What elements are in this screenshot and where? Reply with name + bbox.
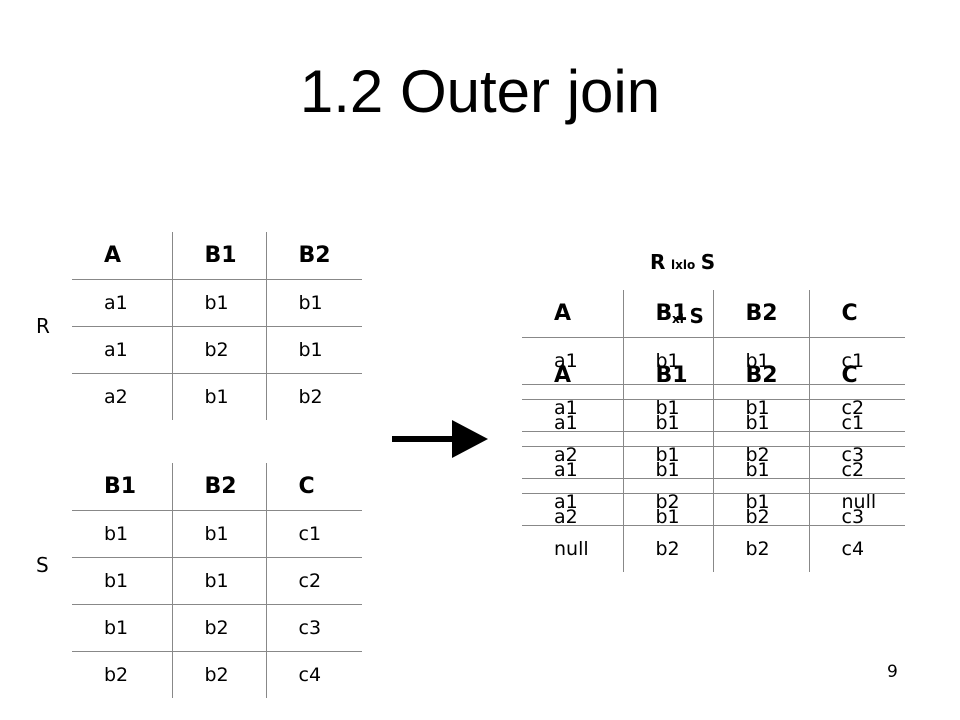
table-cell: c2 <box>808 445 905 493</box>
table-cell: b1 <box>171 556 266 604</box>
table-row: b1 b2 c3 <box>72 603 362 651</box>
header-cell: C <box>265 463 362 510</box>
relation-s-label: S <box>36 553 49 577</box>
table-cell: b2 <box>265 372 362 420</box>
table-cell: b1 <box>712 445 809 493</box>
header-cell: A <box>554 362 572 388</box>
right-arrow-icon <box>392 420 488 458</box>
header-cell: B1 <box>104 473 137 499</box>
table-cell: b2 <box>712 492 809 540</box>
table-cell: a1 <box>522 336 623 384</box>
table-row: a2 b1 b2 c3 <box>522 492 905 540</box>
table-cell: b2 <box>171 603 266 651</box>
header-cell: A <box>554 300 572 326</box>
table-cell: c4 <box>265 650 362 698</box>
slide-title: 1.2 Outer join <box>299 58 661 125</box>
table-cell: b1 <box>72 556 172 604</box>
outer-join-operator: R lxlo S <box>650 250 715 274</box>
page-number: 9 <box>887 662 898 682</box>
table-row: a2 b1 b2 <box>72 372 362 420</box>
table-cell: b1 <box>171 278 266 326</box>
table-cell: b1 <box>265 278 362 326</box>
table-row: a1 b1 b1 <box>72 278 362 326</box>
table-cell: b2 <box>171 650 266 698</box>
header-cell: B2 <box>171 463 266 510</box>
table-cell: a1 <box>72 278 172 326</box>
table-cell: b1 <box>622 492 713 540</box>
operator-right: S <box>700 250 716 274</box>
table-s: B1 B2 C b1 b1 c1 b1 b1 c2 b1 b2 c3 b2 b2… <box>72 463 362 698</box>
table-header-row: B1 B2 C <box>72 463 362 510</box>
table-row: a1 b2 b1 <box>72 325 362 373</box>
table-row: a1 b1 b1 c2 <box>522 445 905 493</box>
header-cell: B1 <box>622 352 713 399</box>
header-cell: B2 <box>265 232 362 279</box>
table-cell: a1 <box>72 325 172 373</box>
header-cell: B1 <box>171 232 266 279</box>
table-cell: b1 <box>265 325 362 373</box>
header-cell: B1 <box>622 290 713 337</box>
table-row: b2 b2 c4 <box>72 650 362 698</box>
header-cell: B2 <box>712 290 809 337</box>
operator-left: R <box>650 250 666 274</box>
table-row: b1 b1 c1 <box>72 509 362 557</box>
operator-symbol: lxlo <box>670 258 696 272</box>
table-cell: b1 <box>72 509 172 557</box>
table-header-row: A B1 B2 C <box>522 352 905 399</box>
table-cell: c1 <box>808 398 905 446</box>
table-header-row: A B1 B2 C <box>522 290 905 337</box>
operator-right: S <box>689 304 704 328</box>
table-cell: c3 <box>265 603 362 651</box>
table-row: a1 b1 b1 c1 <box>522 398 905 446</box>
table-inner-join-result: A B1 B2 C a1 b1 b1 c1 a1 b1 b1 c2 a2 b1 … <box>522 352 905 540</box>
relation-r-label: R <box>36 314 50 338</box>
table-cell: b1 <box>622 445 713 493</box>
header-cell: A <box>104 242 122 268</box>
table-cell: b2 <box>171 325 266 373</box>
table-row: b1 b1 c2 <box>72 556 362 604</box>
header-cell: B2 <box>712 352 809 399</box>
table-cell: a2 <box>72 372 172 420</box>
table-cell: b1 <box>72 603 172 651</box>
table-cell: a1 <box>522 445 623 493</box>
table-cell: c2 <box>265 556 362 604</box>
header-cell: C <box>808 352 905 399</box>
table-cell: b1 <box>622 398 713 446</box>
table-cell: b2 <box>72 650 172 698</box>
table-cell: c3 <box>808 492 905 540</box>
inner-join-operator: xl S <box>672 304 704 328</box>
table-cell: c1 <box>265 509 362 557</box>
header-cell: C <box>808 290 905 337</box>
table-cell: b1 <box>712 398 809 446</box>
table-cell: a1 <box>522 398 623 446</box>
table-r: A B1 B2 a1 b1 b1 a1 b2 b1 a2 b1 b2 <box>72 232 362 420</box>
table-header-row: A B1 B2 <box>72 232 362 279</box>
table-cell: a2 <box>522 492 623 540</box>
table-cell: b1 <box>171 372 266 420</box>
table-cell: b1 <box>171 509 266 557</box>
operator-symbol: xl <box>672 312 684 326</box>
